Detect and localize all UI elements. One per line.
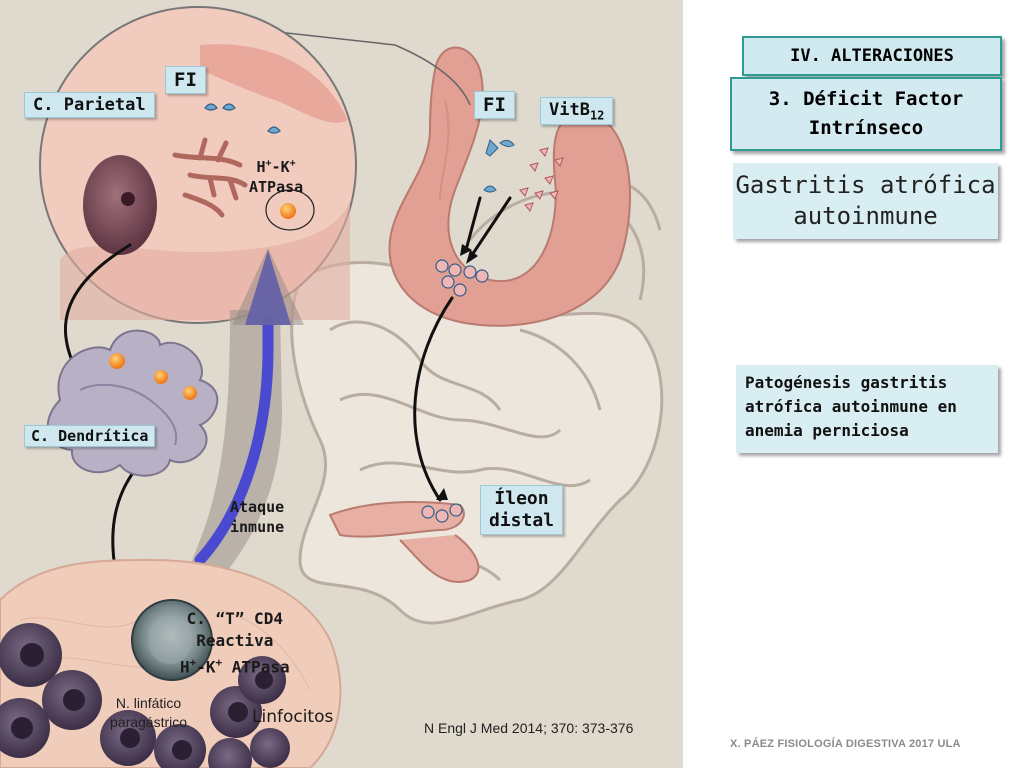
bound-complexes bbox=[435, 259, 489, 297]
ataque-line1: Ataque bbox=[230, 498, 285, 516]
vitb12-molecules bbox=[519, 147, 564, 212]
fi-b12-complexes bbox=[483, 139, 515, 193]
h-k-atpasa-line2: ATPasa bbox=[249, 178, 304, 196]
footer-credit: X. PÁEZ FISIOLOGÍA DIGESTIVA 2017 ULA bbox=[730, 738, 961, 750]
label-fi-left: FI bbox=[165, 66, 206, 94]
ileon-line1: Íleon bbox=[494, 488, 549, 509]
ataque-line2: inmune bbox=[230, 518, 285, 536]
label-vitb12: VitB12 bbox=[540, 97, 614, 126]
atpasa-pump bbox=[280, 203, 296, 219]
fi-molecules bbox=[204, 103, 281, 134]
ileon-line2: distal bbox=[489, 510, 555, 531]
figure-caption: Patogénesis gastritis atrófica autoinmun… bbox=[736, 365, 998, 453]
section-tag: IV. ALTERACIONES bbox=[742, 36, 1002, 76]
citation: N Engl J Med 2014; 370: 373-376 bbox=[424, 720, 634, 736]
n-linfatico-line2: paragástrico bbox=[110, 714, 188, 730]
cd4-line3: H+-K+ ATPasa bbox=[180, 656, 290, 677]
label-c-parietal: C. Parietal bbox=[24, 92, 155, 118]
h-k-atpasa-line1: H+-K+ bbox=[256, 158, 296, 176]
label-h-k-atpasa: H+-K+ ATPasa bbox=[249, 154, 303, 197]
ileum-complexes bbox=[421, 503, 463, 523]
label-linfocitos: Linfocitos bbox=[252, 707, 334, 727]
lymphocytes bbox=[0, 623, 290, 768]
subtitle-text: Gastritis atrófica autoinmune bbox=[735, 171, 996, 230]
section-title: 3. Déficit Factor Intrínseco bbox=[730, 77, 1002, 151]
caption-text: Patogénesis gastritis atrófica autoinmun… bbox=[745, 373, 957, 440]
parietal-nucleus bbox=[83, 155, 157, 255]
cd4-line1: C. “T” CD4 bbox=[186, 609, 283, 628]
n-linfatico-line1: N. linfático bbox=[115, 695, 182, 711]
label-ataque-inmune: Ataque inmune bbox=[230, 497, 284, 537]
slide-subtitle: Gastritis atrófica autoinmune bbox=[733, 163, 998, 239]
section-tag-text: IV. ALTERACIONES bbox=[790, 46, 954, 66]
label-cd4-cell: C. “T” CD4 Reactiva H+-K+ ATPasa bbox=[180, 608, 290, 678]
label-n-linfatico: N. linfático paragástrico bbox=[110, 694, 187, 732]
vitb12-base: VitB bbox=[549, 100, 590, 120]
label-c-dendritica: C. Dendrítica bbox=[24, 425, 156, 447]
label-ileon-distal: Íleon distal bbox=[480, 485, 564, 535]
cd4-line2: Reactiva bbox=[196, 631, 274, 650]
label-fi-right: FI bbox=[474, 91, 515, 119]
canaliculi bbox=[172, 137, 248, 218]
pathogenesis-illustration bbox=[0, 0, 683, 768]
section-title-text: 3. Déficit Factor Intrínseco bbox=[768, 88, 964, 139]
antigen-balls bbox=[109, 353, 197, 400]
vitb12-subscript: 12 bbox=[589, 108, 605, 123]
